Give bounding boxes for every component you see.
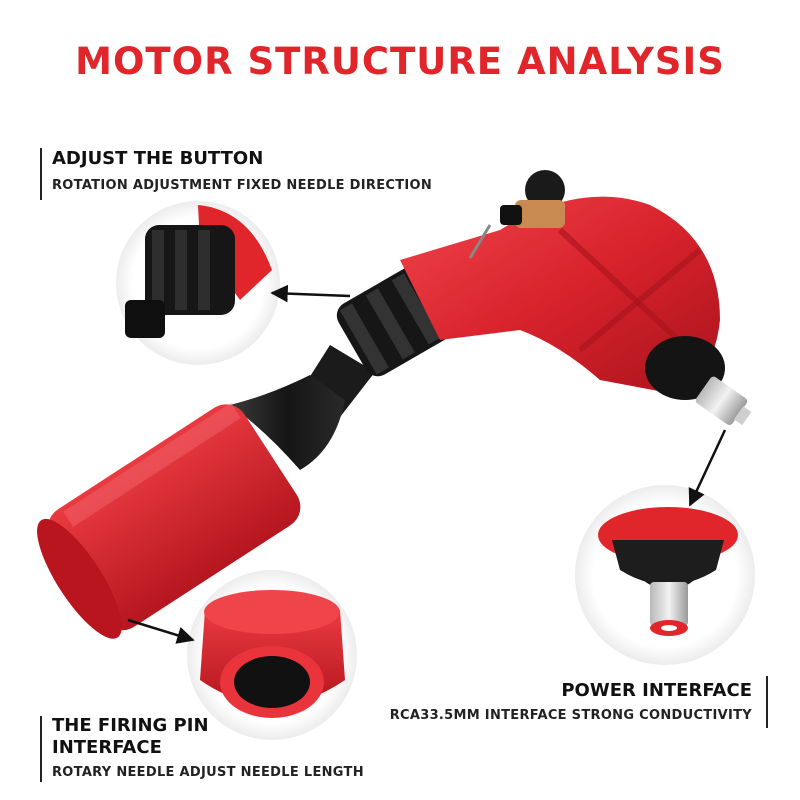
callout-bar-firing xyxy=(40,716,42,782)
firing-pin-detail xyxy=(187,570,357,740)
callout-firing-description: ROTARY NEEDLE ADJUST NEEDLE LENGTH xyxy=(52,765,364,780)
callout-firing-heading-line2: INTERFACE xyxy=(52,737,162,758)
callout-adjust-button: ADJUST THE BUTTON ROTATION ADJUSTMENT FI… xyxy=(52,148,432,194)
callout-bar-power xyxy=(766,676,768,728)
callout-adjust-heading: ADJUST THE BUTTON xyxy=(52,148,264,169)
callout-power-description: RCA33.5MM INTERFACE STRONG CONDUCTIVITY xyxy=(389,708,752,723)
arrow-adjust xyxy=(270,284,351,303)
arrow-firing xyxy=(127,618,195,644)
tattoo-machine xyxy=(37,170,752,639)
page-title: MOTOR STRUCTURE ANALYSIS xyxy=(75,40,725,83)
callout-bar-adjust xyxy=(40,148,42,200)
arrow-power xyxy=(688,429,727,507)
callout-firing-pin: THE FIRING PIN INTERFACE ROTARY NEEDLE A… xyxy=(52,715,364,781)
callout-adjust-description: ROTATION ADJUSTMENT FIXED NEEDLE DIRECTI… xyxy=(52,178,433,193)
power-connector-detail xyxy=(575,485,755,665)
adjust-knob-detail xyxy=(116,201,280,365)
callout-firing-heading-line1: THE FIRING PIN xyxy=(52,715,209,736)
callout-power-heading: POWER INTERFACE xyxy=(561,680,752,701)
callout-power-interface: POWER INTERFACE RCA33.5MM INTERFACE STRO… xyxy=(390,680,752,724)
